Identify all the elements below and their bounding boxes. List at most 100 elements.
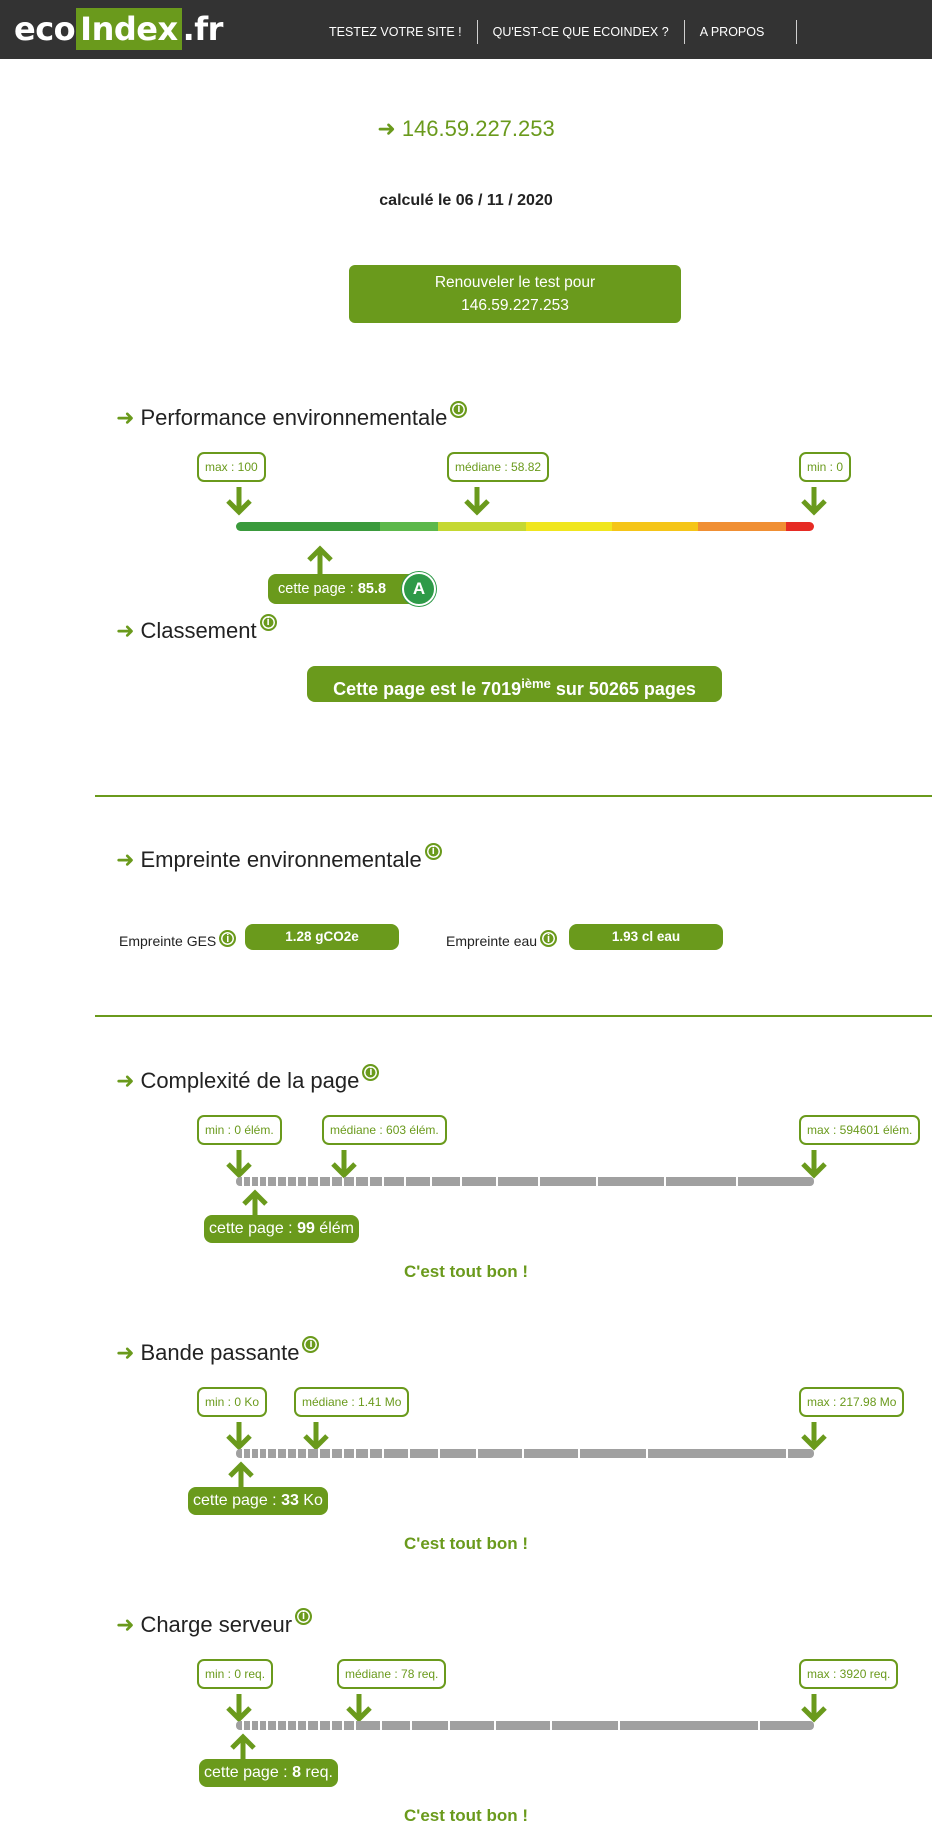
- page-value-unit: req.: [300, 1764, 333, 1781]
- main-nav: TESTEZ VOTRE SITE ! QU'EST-CE QUE ECOIND…: [314, 20, 798, 44]
- server-max-tag: max : 3920 req.: [799, 1659, 899, 1689]
- server-page-value: cette page : 8 req.: [199, 1759, 338, 1787]
- page-value-label: cette page :: [204, 1764, 293, 1781]
- scale-segment: [244, 1449, 250, 1458]
- arrow-right-icon: ➜: [116, 847, 135, 872]
- complexity-title-text: Complexité de la page: [140, 1068, 360, 1093]
- complexity-scale: [236, 1177, 814, 1186]
- scale-segment: [450, 1721, 494, 1730]
- scale-segment: [244, 1177, 250, 1186]
- arrow-right-icon: ➜: [116, 1068, 135, 1093]
- complexity-median-tag: médiane : 603 élém.: [322, 1115, 447, 1145]
- scale-segment: [786, 522, 814, 531]
- arrow-down-icon: [226, 1694, 252, 1723]
- ges-value-badge: 1.28 gCO2e: [245, 924, 399, 950]
- arrow-up-icon: [242, 1189, 268, 1218]
- calculation-date: calculé le 06 / 11 / 2020: [379, 192, 553, 209]
- scale-segment: [370, 1177, 382, 1186]
- scale-segment: [320, 1721, 330, 1730]
- bandwidth-section-title: ➜ Bande passante i: [116, 1335, 320, 1366]
- scale-segment: [344, 1721, 354, 1730]
- scale-segment: [260, 1177, 266, 1186]
- server-median-tag: médiane : 78 req.: [337, 1659, 447, 1689]
- scale-segment: [648, 1449, 786, 1458]
- scale-segment: [288, 1449, 296, 1458]
- info-icon[interactable]: i: [362, 1063, 380, 1081]
- section-divider: [95, 795, 932, 797]
- page-value-unit: élém: [314, 1220, 354, 1237]
- arrow-down-icon: [801, 1694, 827, 1723]
- scale-segment: [620, 1721, 758, 1730]
- scale-segment: [268, 1177, 276, 1186]
- server-min-tag: min : 0 req.: [197, 1659, 274, 1689]
- scale-segment: [356, 1721, 380, 1730]
- info-icon[interactable]: i: [259, 613, 277, 631]
- info-icon[interactable]: i: [219, 930, 237, 947]
- bandwidth-page-value: cette page : 33 Ko: [188, 1487, 328, 1515]
- arrow-up-icon: [230, 1733, 256, 1762]
- page-score-value: 85.8: [357, 581, 387, 597]
- scale-segment: [332, 1721, 342, 1730]
- scale-segment: [478, 1449, 522, 1458]
- nav-about[interactable]: A PROPOS: [685, 20, 798, 44]
- logo-fr: .fr: [182, 10, 224, 48]
- scale-segment: [344, 1449, 354, 1458]
- bandwidth-median-tag: médiane : 1.41 Mo: [294, 1387, 410, 1417]
- scale-segment: [598, 1177, 664, 1186]
- server-title-text: Charge serveur: [140, 1612, 293, 1637]
- ranking-banner: Cette page est le 7019ième sur 50265 pag…: [307, 666, 722, 702]
- scale-segment: [320, 1449, 330, 1458]
- scale-segment: [440, 1449, 476, 1458]
- scale-segment: [382, 1721, 410, 1730]
- scale-segment: [580, 1449, 646, 1458]
- ranking-prefix: Cette page est le: [333, 679, 482, 699]
- scale-segment: [738, 1177, 814, 1186]
- info-icon[interactable]: i: [540, 930, 558, 947]
- ranking-rest: sur 50265 pages: [550, 679, 696, 699]
- page-value-label: cette page :: [209, 1220, 298, 1237]
- ges-label-text: Empreinte GES: [119, 932, 217, 949]
- info-icon[interactable]: i: [450, 400, 468, 418]
- info-icon[interactable]: i: [295, 1607, 313, 1625]
- info-icon[interactable]: i: [302, 1335, 320, 1353]
- scale-segment: [298, 1721, 306, 1730]
- arrow-up-icon: [307, 545, 333, 574]
- scale-segment: [252, 1721, 258, 1730]
- grade-badge: A: [402, 572, 436, 606]
- scale-segment: [332, 1177, 342, 1186]
- renew-test-button[interactable]: Renouveler le test pour 146.59.227.253: [349, 265, 681, 323]
- ranking-rank: 7019: [481, 679, 522, 699]
- page-value-number: 99: [297, 1220, 315, 1237]
- scale-segment: [788, 1449, 814, 1458]
- complexity-verdict: C'est tout bon !: [404, 1262, 528, 1281]
- scale-segment: [540, 1177, 596, 1186]
- scale-segment: [526, 522, 612, 531]
- logo-index: Index: [76, 8, 182, 50]
- scale-segment: [344, 1177, 354, 1186]
- arrow-right-icon: ➜: [116, 1340, 135, 1365]
- performance-color-scale: [236, 522, 814, 531]
- server-verdict: C'est tout bon !: [404, 1806, 528, 1825]
- arrow-down-icon: [464, 487, 490, 516]
- scale-segment: [278, 1177, 286, 1186]
- water-value-badge: 1.93 cl eau: [569, 924, 723, 950]
- arrow-down-icon: [226, 487, 252, 516]
- performance-min-tag: min : 0: [799, 452, 852, 482]
- performance-page-score: cette page : 85.8: [268, 574, 421, 604]
- info-icon[interactable]: i: [424, 842, 442, 860]
- scale-segment: [236, 522, 380, 531]
- scale-segment: [288, 1177, 296, 1186]
- scale-segment: [308, 1721, 318, 1730]
- tested-url-title: ➜ 146.59.227.253: [0, 116, 932, 142]
- performance-max-tag: max : 100: [197, 452, 266, 482]
- bandwidth-title-text: Bande passante: [140, 1340, 300, 1365]
- scale-segment: [432, 1177, 460, 1186]
- nav-test-site[interactable]: TESTEZ VOTRE SITE !: [314, 20, 478, 44]
- nav-what-is-ecoindex[interactable]: QU'EST-CE QUE ECOINDEX ?: [478, 20, 685, 44]
- arrow-right-icon: ➜: [116, 405, 135, 430]
- scale-segment: [308, 1177, 318, 1186]
- scale-segment: [524, 1449, 578, 1458]
- arrow-down-icon: [801, 487, 827, 516]
- scale-segment: [298, 1449, 306, 1458]
